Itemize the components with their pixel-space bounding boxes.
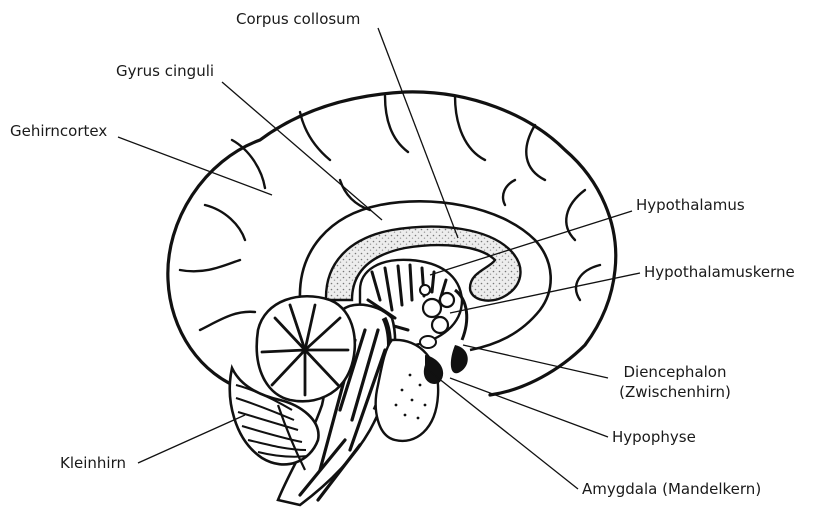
leader-corpus-collosum	[378, 28, 458, 238]
label-hypothalamuskerne: Hypothalamuskerne	[644, 262, 795, 282]
label-diencephalon: Diencephalon (Zwischenhirn)	[612, 362, 738, 402]
label-amygdala: Amygdala (Mandelkern)	[582, 479, 761, 499]
label-corpus-collosum: Corpus collosum	[236, 9, 360, 29]
leader-amygdala	[428, 370, 578, 489]
label-hypothalamus: Hypothalamus	[636, 195, 745, 215]
leader-diencephalon	[463, 345, 608, 378]
pons	[376, 340, 438, 441]
label-diencephalon-line1: Diencephalon	[612, 362, 738, 382]
label-gehirncortex: Gehirncortex	[10, 121, 107, 141]
label-diencephalon-line2: (Zwischenhirn)	[612, 382, 738, 402]
label-gyrus-cinguli: Gyrus cinguli	[116, 61, 214, 81]
leader-kleinhirn	[138, 415, 245, 463]
label-hypophyse: Hypophyse	[612, 427, 696, 447]
leader-hypophyse	[450, 378, 608, 437]
label-kleinhirn: Kleinhirn	[60, 453, 126, 473]
